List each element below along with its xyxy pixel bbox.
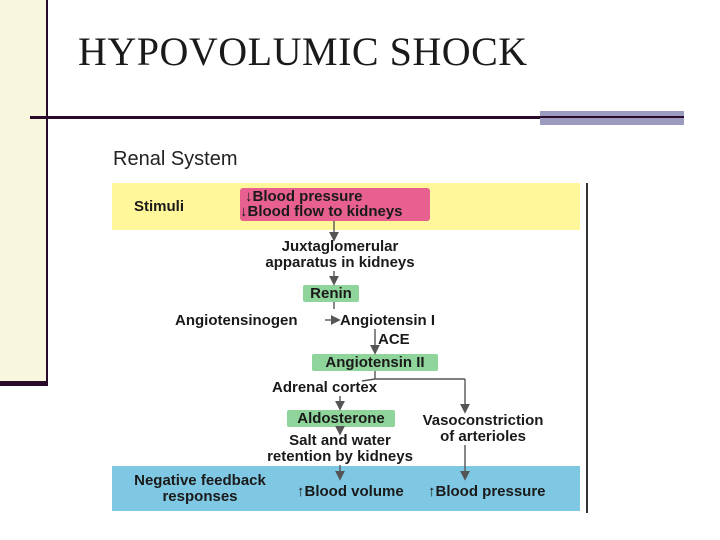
angiotensin-2-box [312,354,438,371]
arrow-branch-left [361,378,376,382]
aldosterone-label: Aldosterone [297,410,385,427]
slide-title: HYPOVOLUMIC SHOCK [78,29,528,74]
flow-arrows [325,221,470,481]
vasoconstriction-line2: of arterioles [440,428,526,445]
stimulus-box [240,188,430,221]
salt-water-line2: retention by kidneys [267,448,413,465]
title-rule [30,116,540,119]
blood-pressure-result-label: ↑Blood pressure [428,483,546,500]
blood-volume-label: ↑Blood volume [297,483,404,500]
stimulus-blood-flow: ↓Blood flow to kidneys [240,203,403,220]
renal-system-diagram: Stimuli ↓Blood pressure ↓Blood flow to k… [112,183,588,513]
negative-feedback-line2: responses [162,488,238,505]
stimuli-label: Stimuli [134,198,185,215]
ace-label: ACE [378,331,410,348]
title-rule-extension [540,116,684,118]
left-accent-bar-foot [0,381,48,386]
renin-label: Renin [310,285,352,302]
stimulus-blood-pressure: ↓Blood pressure [245,188,363,205]
juxtaglomerular-line1: Juxtaglomerular [281,238,399,255]
left-accent-bar [0,0,48,383]
vasoconstriction-line1: Vasoconstriction [422,412,544,429]
title-rule-accent [540,111,684,125]
feedback-band [112,466,580,511]
slide-subtitle: Renal System [113,148,238,170]
negative-feedback-line1: Negative feedback [134,472,266,489]
salt-water-line1: Salt and water [289,432,391,449]
angiotensin-1-label: Angiotensin I [340,312,435,329]
juxtaglomerular-line2: apparatus in kidneys [265,254,415,271]
adrenal-cortex-label: Adrenal cortex [272,379,378,396]
aldosterone-box [287,410,395,427]
angiotensinogen-label: Angiotensinogen [175,312,298,329]
renin-box [303,285,359,302]
angiotensin-2-label: Angiotensin II [325,354,425,371]
